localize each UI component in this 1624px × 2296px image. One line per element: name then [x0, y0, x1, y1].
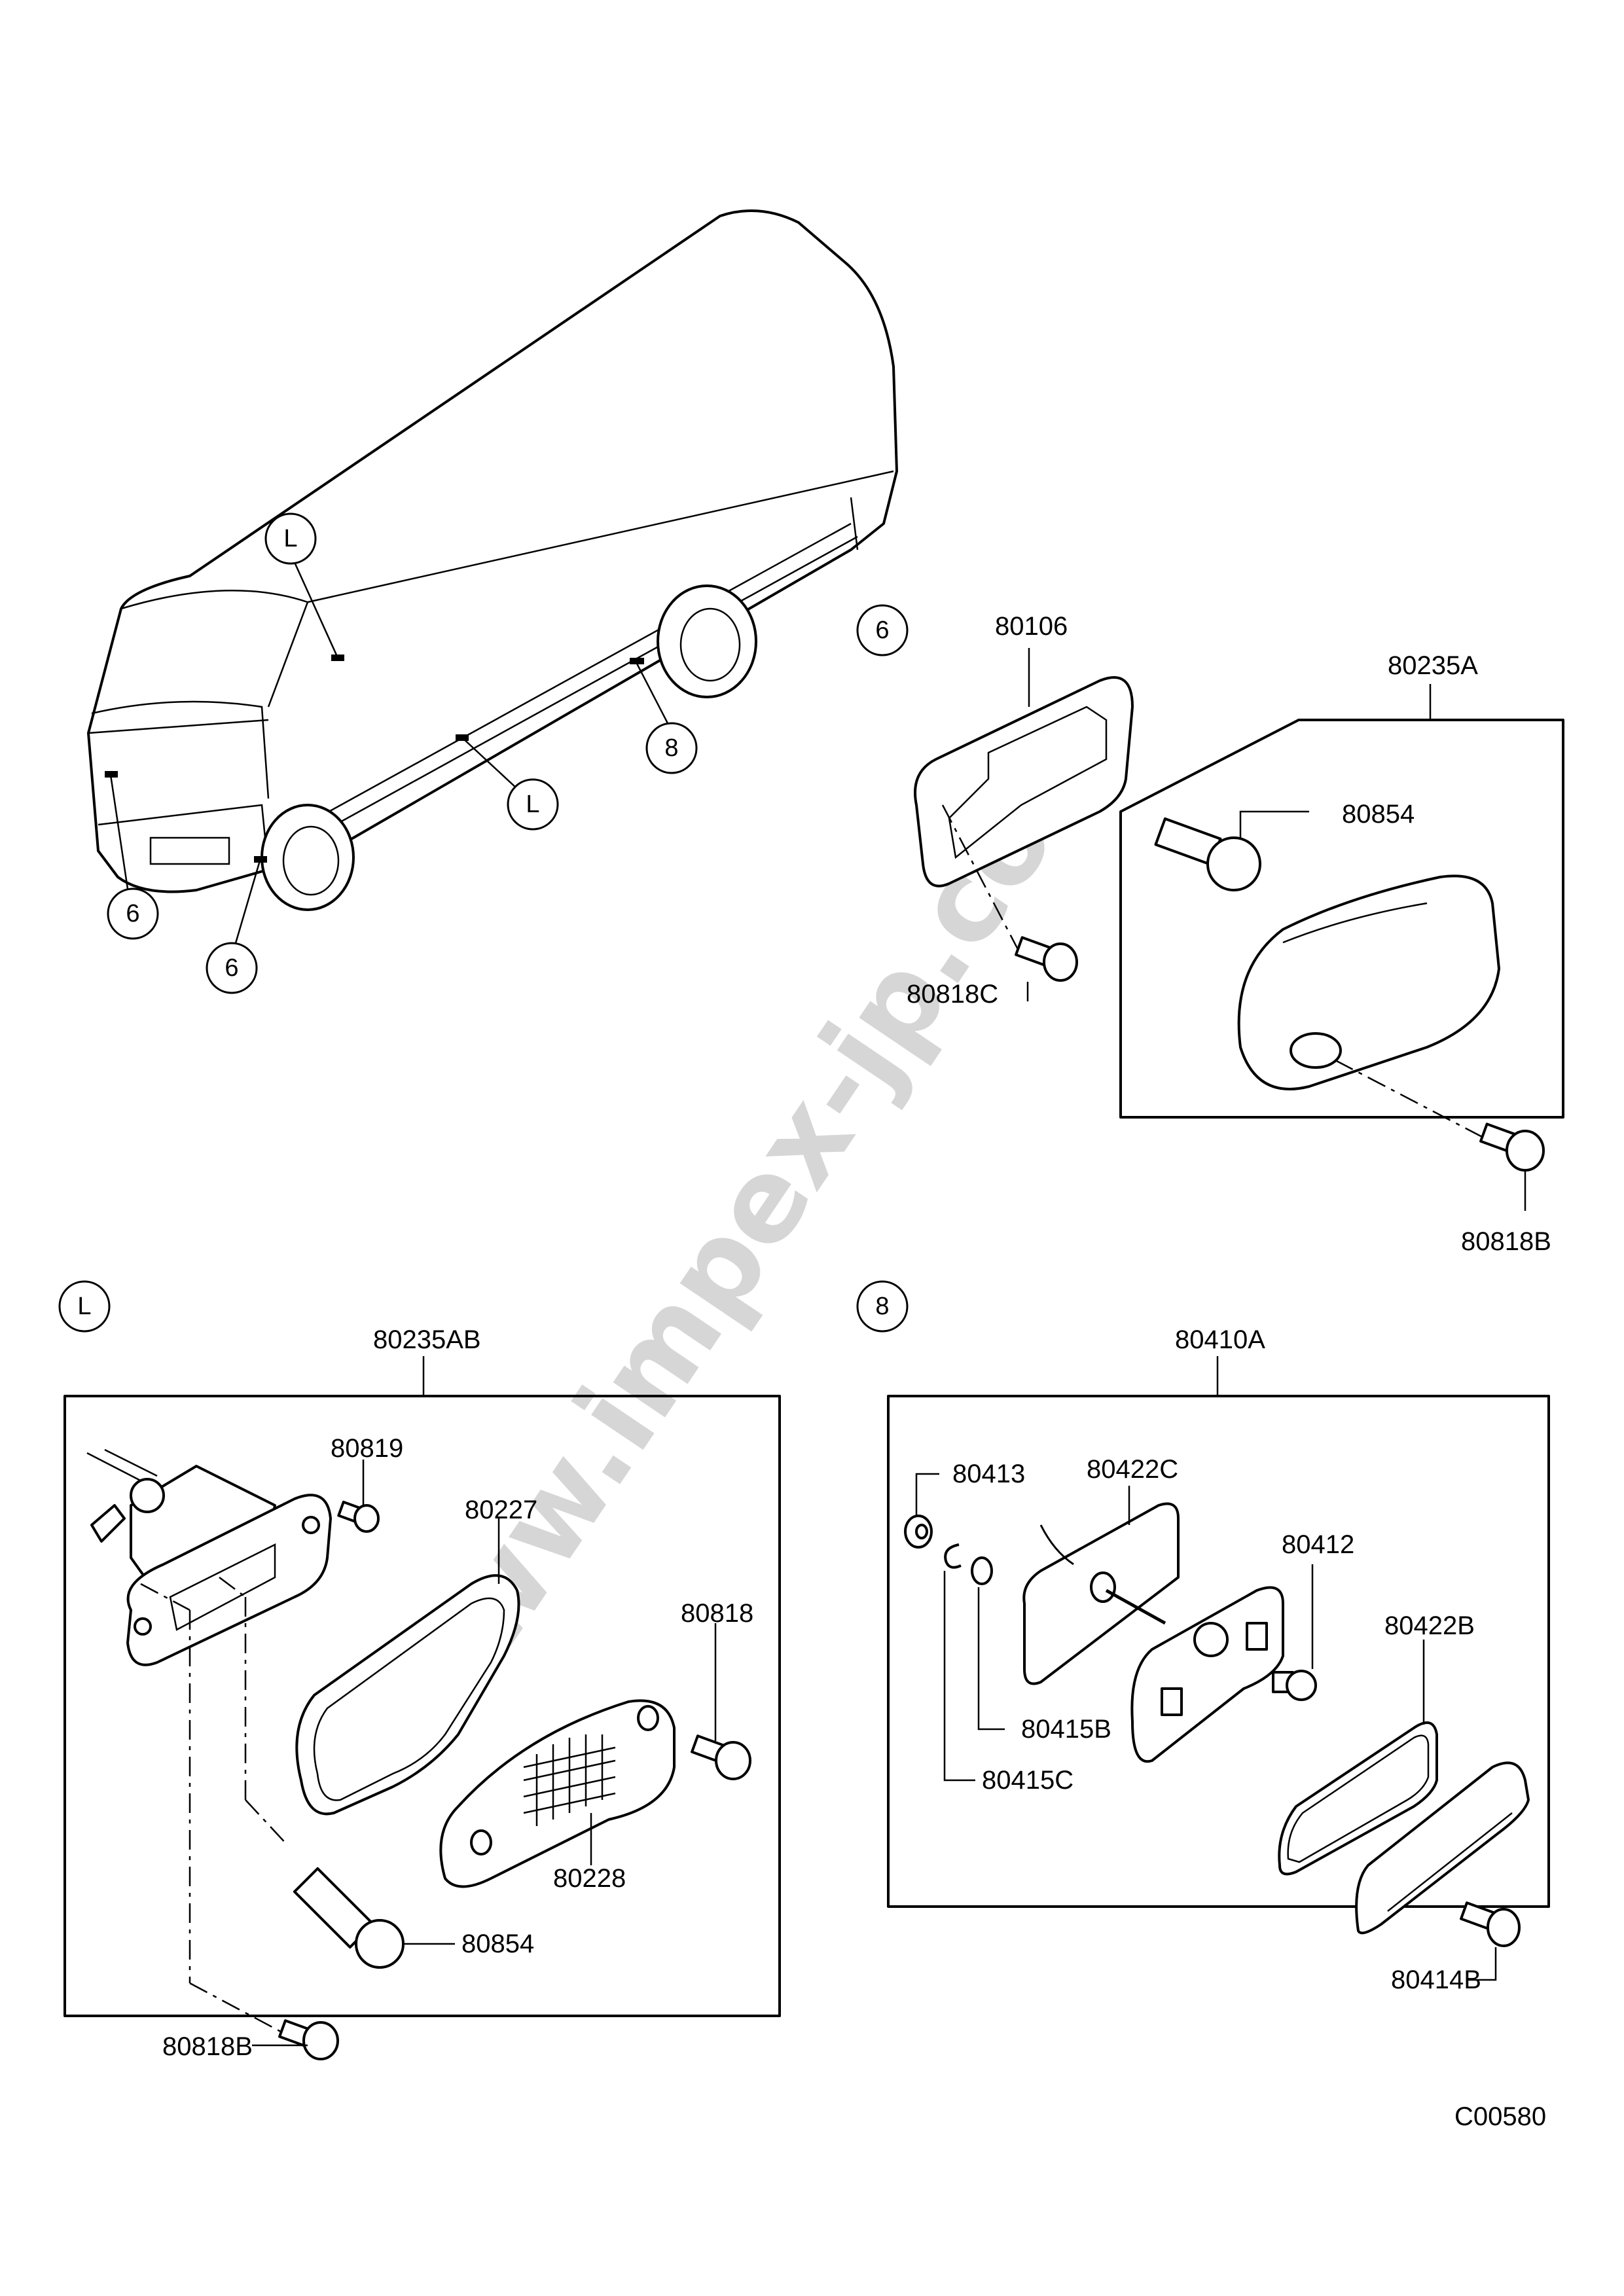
- section-8: 8 80410A 80413 80415C 80415B 80422C 8: [856, 1280, 1550, 1994]
- bulb-80854-a: [1154, 817, 1261, 891]
- label-80819: 80819: [331, 1434, 403, 1463]
- label-80818: 80818: [681, 1599, 753, 1628]
- label-80818B-a: 80818B: [1461, 1227, 1551, 1256]
- van-callout-8[interactable]: 8: [630, 658, 698, 774]
- washer-80415B: [971, 1556, 993, 1585]
- section-L-callout-label: L: [77, 1293, 91, 1320]
- lamp-housing: [86, 1448, 332, 1666]
- section-6-callout: [856, 604, 909, 656]
- section-L-callout: [58, 1280, 111, 1333]
- label-80410A: 80410A: [1175, 1325, 1265, 1354]
- label-80854-b: 80854: [461, 1929, 534, 1958]
- label-80227: 80227: [465, 1496, 537, 1524]
- label-80412: 80412: [1282, 1530, 1354, 1559]
- drawing-code: C00580: [1454, 2102, 1546, 2131]
- lamp-base: [1130, 1586, 1284, 1763]
- label-80415C: 80415C: [982, 1766, 1074, 1795]
- label-80854: 80854: [1342, 800, 1415, 829]
- license-lamp-lens: [1355, 1761, 1530, 1935]
- screw-80818C: [1015, 936, 1078, 982]
- section-8-callout-label: 8: [875, 1293, 889, 1320]
- label-80422B: 80422B: [1384, 1611, 1475, 1640]
- label-80818B-b: 80818B: [162, 2032, 253, 2061]
- label-80235AB: 80235AB: [373, 1325, 481, 1354]
- label-80422C: 80422C: [1087, 1455, 1178, 1484]
- screw-80818: [691, 1734, 751, 1780]
- side-marker-lamp-80235A: [1237, 874, 1500, 1090]
- screw-80818B-a: [1479, 1122, 1545, 1172]
- van-callout-6-side[interactable]: 6: [206, 856, 267, 994]
- screw-80414B: [1460, 1901, 1521, 1947]
- section-6-callout-label: 6: [875, 617, 889, 644]
- section-L: L 80235AB 80819 80227: [58, 1280, 781, 2061]
- gasket-80227: [295, 1574, 520, 1816]
- label-80414B: 80414B: [1391, 1965, 1481, 1994]
- callout-label: 8: [664, 734, 678, 762]
- gasket-80106: [914, 676, 1134, 888]
- label-80413: 80413: [952, 1460, 1025, 1488]
- section-8-callout: [856, 1280, 909, 1333]
- clip-80415C: [944, 1543, 962, 1569]
- callout-label: L: [526, 791, 539, 818]
- label-80235A: 80235A: [1388, 651, 1478, 680]
- callout-label: 6: [225, 954, 238, 982]
- label-80818C: 80818C: [907, 980, 998, 1009]
- callout-label: 6: [126, 900, 139, 927]
- van-callout-L-side[interactable]: L: [456, 734, 559, 831]
- label-80228: 80228: [553, 1864, 626, 1893]
- nut-80413: [904, 1515, 933, 1549]
- screw-80819: [337, 1500, 380, 1533]
- lens-80228: [439, 1699, 676, 1888]
- van-callout-L-roof[interactable]: L: [264, 512, 344, 661]
- assembly-box-80235AB: [63, 1395, 781, 2017]
- callout-label: L: [283, 525, 297, 552]
- label-80415B: 80415B: [1021, 1715, 1111, 1744]
- section-6: 6 80106 80818C 80235A 80854 80818B: [856, 604, 1564, 1256]
- assembly-box-80410A: [887, 1395, 1550, 1908]
- bulb-80854-b: [293, 1867, 405, 1969]
- screw-80818B-b: [278, 2019, 339, 2060]
- bulb-80412: [1272, 1670, 1317, 1701]
- lens-gasket-80422B: [1278, 1721, 1438, 1876]
- van-callout-6-front[interactable]: 6: [105, 771, 159, 940]
- van-illustration: [87, 209, 898, 911]
- label-80106: 80106: [995, 612, 1068, 641]
- assembly-box-80235A: [1119, 719, 1564, 1119]
